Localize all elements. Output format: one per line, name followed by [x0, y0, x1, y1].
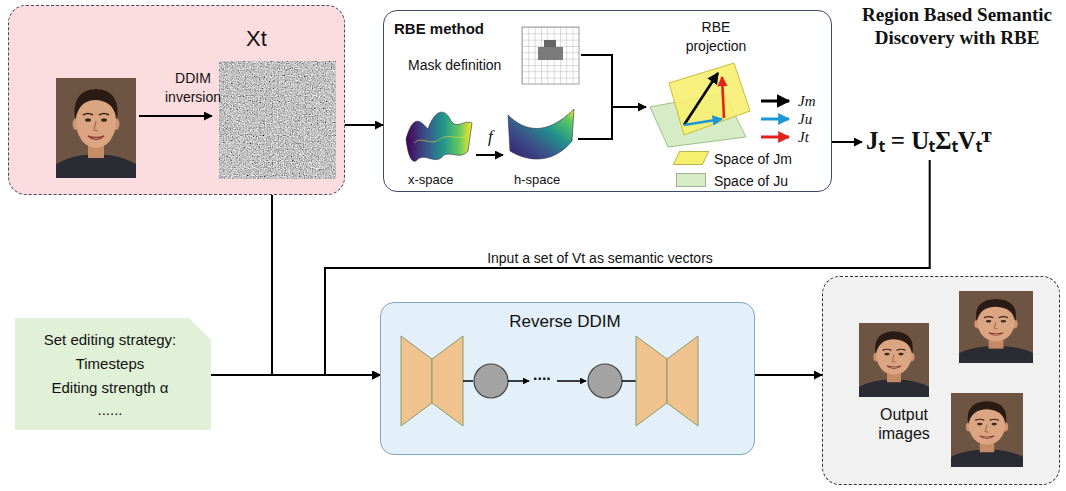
- flow-arrow: [557, 380, 586, 382]
- jm-vector: [684, 73, 718, 125]
- flow-connector: [211, 374, 380, 376]
- legend-arrow-sample: [760, 95, 794, 107]
- step-label: DDIM inversion: [165, 70, 221, 105]
- equation-holder: Jₜ = UₜΣₜVₜᵀ: [866, 126, 991, 156]
- legend-text-holder: Space of Jm: [714, 149, 792, 168]
- legend-arrow-sample: [760, 131, 794, 143]
- space-label-holder: x-space: [408, 169, 454, 188]
- face-photo: [56, 78, 136, 178]
- step-circle: [474, 364, 508, 398]
- legend-arrow: [761, 136, 789, 139]
- svg-use: [959, 291, 1033, 363]
- legend-arrow-sample: [760, 113, 794, 125]
- strategy-item: Timesteps: [76, 355, 145, 372]
- reverse-ddim-box: Reverse DDIM....: [380, 302, 755, 455]
- surface-shading: [414, 135, 468, 143]
- mask-grid: [522, 27, 579, 84]
- figure-title-holder: Region Based Semantic Discovery with RBE: [850, 4, 1064, 50]
- noise-image: [219, 61, 336, 179]
- encoder-block: [636, 336, 667, 426]
- strategy-item-holder: ......: [15, 400, 205, 419]
- legend-arrow: [761, 118, 789, 121]
- legend-text-holder: Jm: [798, 91, 816, 110]
- panel-label-holder: Output images: [859, 405, 949, 443]
- legend-text: Ju: [798, 111, 812, 127]
- flow-line: [622, 380, 636, 382]
- strategy-heading: Set editing strategy:: [44, 331, 177, 348]
- mask-ground: [522, 27, 579, 84]
- box-heading-holder: Reverse DDIM: [381, 312, 749, 332]
- legend-arrow: [761, 100, 789, 103]
- step-circle: [588, 364, 622, 398]
- mask-region: [538, 47, 563, 60]
- x-space-surface: [406, 112, 472, 161]
- svg-use: [56, 78, 136, 178]
- svd-equation: Jₜ = UₜΣₜVₜᵀ: [862, 124, 997, 160]
- legend-text: Space of Jm: [714, 151, 792, 167]
- box-heading-holder: RBE method: [394, 19, 484, 38]
- strategy-heading-holder: Set editing strategy:: [15, 330, 205, 349]
- face-photo: [951, 393, 1023, 467]
- decoder-block: [667, 336, 698, 426]
- jt-vector: [722, 77, 724, 118]
- output-panel: Output images: [822, 276, 1060, 485]
- equation: Jₜ = UₜΣₜVₜᵀ: [866, 127, 991, 154]
- strategy-tab: Set editing strategy: TimestepsEditing st…: [15, 318, 211, 430]
- flow-connector: [345, 124, 383, 126]
- latent-label: Xt: [246, 26, 267, 51]
- function-symbol: f: [488, 127, 493, 146]
- ellipsis: ....: [533, 366, 551, 383]
- flow-connector: [755, 374, 822, 376]
- encoder-block: [401, 336, 432, 426]
- flow-connector: [272, 195, 380, 375]
- edge-label-holder: Input a set of Vt as semantic vectors: [484, 248, 716, 267]
- panel-label: Output images: [878, 406, 930, 442]
- legend-text: Space of Ju: [714, 173, 788, 189]
- ju-vector: [684, 119, 722, 125]
- mask-region: [544, 40, 556, 47]
- inversion-panel: XtDDIM inversion: [8, 5, 345, 195]
- flow-line: [463, 380, 473, 382]
- step-label-holder: DDIM inversion: [149, 68, 237, 106]
- mask-label: Mask definition: [408, 57, 501, 73]
- space-label-holder: h-space: [514, 169, 560, 188]
- flow-arrow: [508, 380, 529, 382]
- strategy-item-holder: Editing strength α: [15, 378, 205, 397]
- decoder-block: [432, 336, 463, 426]
- legend-text-holder: Jt: [798, 127, 809, 146]
- inversion-arrow: [139, 115, 212, 117]
- function-symbol-holder: f: [488, 127, 493, 147]
- h-space-surface: [508, 109, 574, 159]
- mask-label-holder: Mask definition: [408, 55, 501, 74]
- strategy-item: ......: [97, 401, 122, 418]
- legend-text-holder: Ju: [798, 109, 812, 128]
- space-label: h-space: [514, 172, 560, 187]
- svg-use: [859, 323, 929, 397]
- box-heading: Reverse DDIM: [509, 312, 620, 331]
- flow-connector: [832, 141, 862, 143]
- edge-label: Input a set of Vt as semantic vectors: [487, 250, 713, 266]
- legend-text: Jt: [798, 129, 809, 145]
- mapping-arrow: [476, 154, 503, 156]
- projection-label: RBE projection: [686, 19, 747, 54]
- legend-text-holder: Space of Ju: [714, 171, 788, 190]
- legend-text: Jm: [798, 93, 816, 109]
- box-heading: RBE method: [394, 20, 484, 37]
- legend-swatch: [676, 173, 706, 187]
- face-photo: [859, 323, 929, 397]
- projection-label-holder: RBE projection: [676, 17, 756, 55]
- output-illustration: [823, 277, 1061, 486]
- figure-title: Region Based Semantic Discovery with RBE: [862, 4, 1052, 48]
- jm-plane: [669, 63, 750, 135]
- strategy-item-holder: Timesteps: [15, 354, 205, 373]
- merge-bracket: [578, 55, 646, 139]
- strategy-item: Editing strength α: [51, 379, 168, 396]
- latent-label-holder: Xt: [246, 26, 267, 52]
- svg-use: [951, 393, 1023, 467]
- face-photo: [959, 291, 1033, 363]
- space-label: x-space: [408, 172, 454, 187]
- ellipsis-holder: ....: [533, 365, 551, 384]
